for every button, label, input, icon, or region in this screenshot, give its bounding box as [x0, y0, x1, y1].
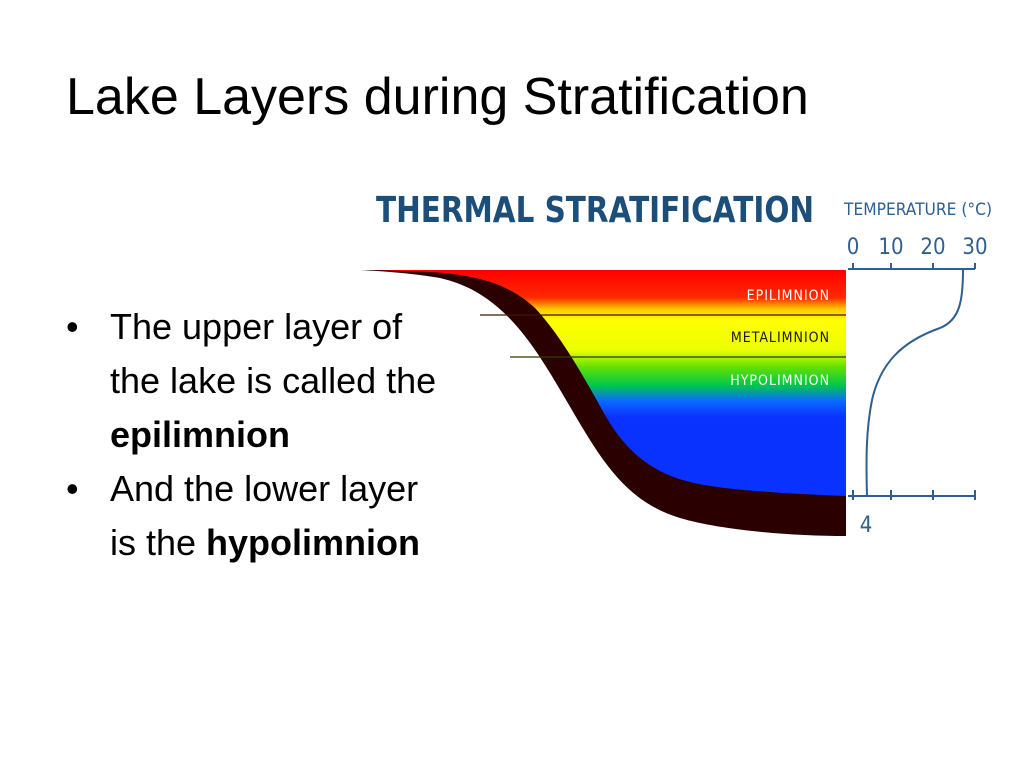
temperature-curve: [865, 269, 964, 497]
diagram-heading: THERMAL STRATIFICATION: [376, 190, 814, 231]
lake-water-layers: [368, 270, 846, 496]
bullet-bold-term: epilimnion: [110, 414, 290, 455]
bullet-text: The upper layer of the lake is called th…: [110, 306, 437, 455]
temperature-tick-label: 20: [920, 235, 945, 260]
bullet-bold-term: hypolimnion: [206, 522, 421, 563]
temperature-tick-label: 0: [847, 235, 860, 260]
slide-title: Lake Layers during Stratification: [66, 68, 809, 126]
bullet-text: And the lower layer is the hypolimnion: [110, 468, 421, 563]
bullet-item: • And the lower layer is the hypolimnion: [66, 462, 446, 570]
temperature-tick-label: 30: [962, 235, 987, 260]
bullet-item: • The upper layer of the lake is called …: [66, 300, 446, 462]
temperature-profile: [848, 263, 976, 500]
temperature-tick-label: 10: [878, 235, 903, 260]
bullet-list: • The upper layer of the lake is called …: [66, 300, 446, 570]
layer-label-epilimnion: EPILIMNION: [747, 288, 830, 304]
layer-label-metalimnion: METALIMNION: [731, 330, 830, 346]
bottom-temperature-label: 4: [860, 513, 873, 538]
thermal-stratification-diagram: THERMAL STRATIFICATION TEMPERATURE (°C) …: [360, 160, 1000, 560]
bullet-dot: •: [66, 468, 79, 509]
bullet-dot: •: [66, 306, 79, 347]
layer-label-hypolimnion: HYPOLIMNION: [730, 373, 830, 389]
temperature-axis-label: TEMPERATURE (°C): [843, 200, 992, 220]
